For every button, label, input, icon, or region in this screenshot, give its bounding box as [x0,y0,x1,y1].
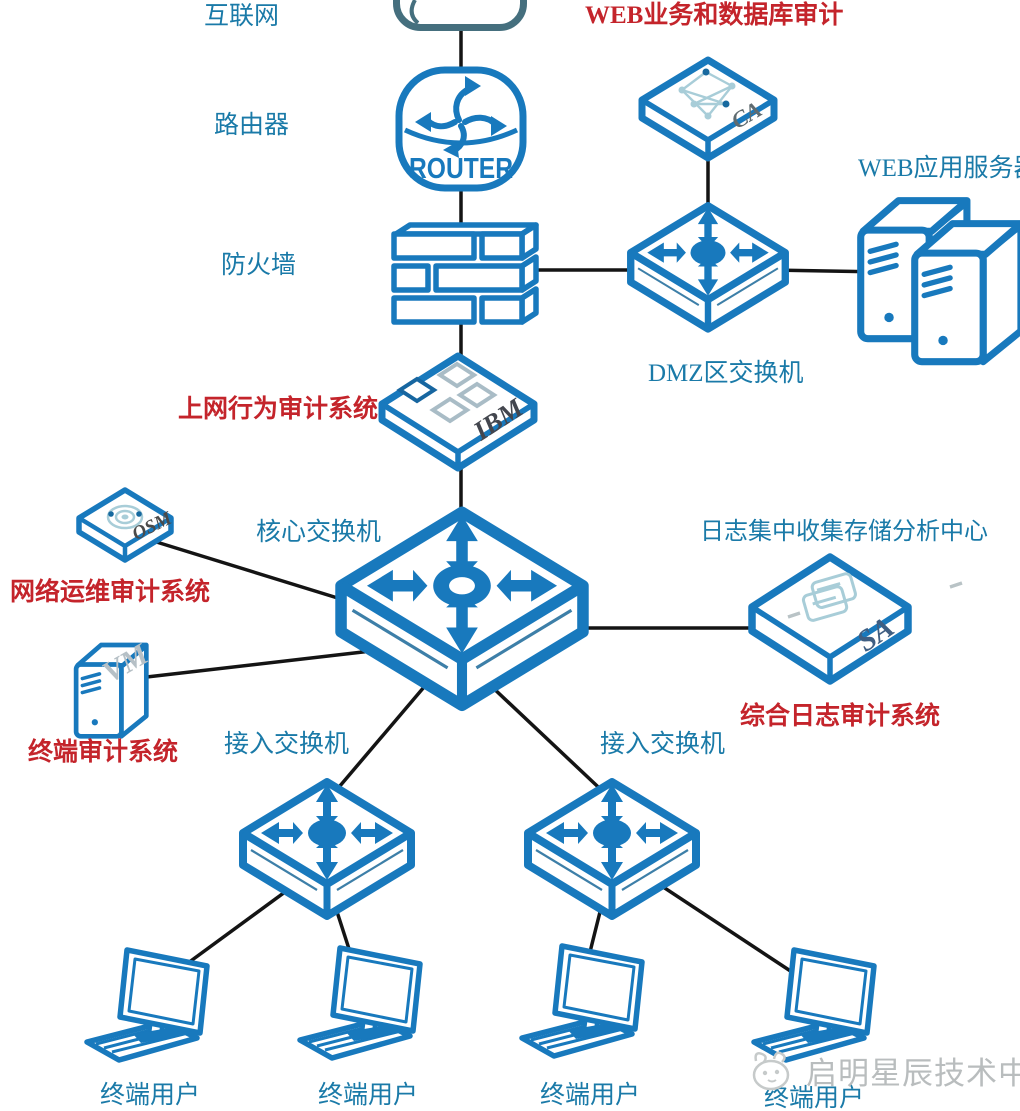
terminal-3-icon [522,946,642,1056]
label-core-switch: 核心交换机 [256,519,382,546]
firewall-icon [391,222,539,325]
label-terminal-user-2: 终端用户 [318,1082,419,1109]
terminal-4-icon [754,950,874,1060]
label-log-center: 日志集中收集存储分析中心 [700,519,988,545]
sa-appliance-icon [748,553,963,685]
label-web-app-server: WEB应用服务器 [858,155,1020,182]
ibm-appliance-icon [378,352,538,472]
label-web-db-audit: WEB业务和数据库审计 [585,2,844,29]
internet-cloud-icon [393,0,527,31]
access-switch-right-icon [528,782,696,916]
terminal-2-icon [300,948,420,1058]
web-servers-icon [861,201,1020,362]
osm-appliance-icon [76,487,174,563]
router-icon: ROUTER [395,66,527,192]
label-log-audit: 综合日志审计系统 [740,703,941,730]
label-access-switch-left: 接入交换机 [224,731,350,758]
label-dmz-switch: DMZ区交换机 [648,360,804,387]
label-firewall: 防火墙 [221,252,297,279]
watermark: 启明星辰技术中心 [744,1048,1020,1093]
label-terminal-user-1: 终端用户 [100,1082,201,1109]
watermark-text: 启明星辰技术中心 [806,1056,1020,1091]
label-internet: 互联网 [204,3,280,30]
ca-appliance-icon [638,56,778,162]
core-switch-icon [341,512,583,705]
label-terminal-user-3: 终端用户 [540,1082,641,1109]
label-access-switch-right: 接入交换机 [600,731,726,758]
label-terminal-user-4: 终端用户 [764,1085,865,1111]
label-behavior-audit: 上网行为审计系统 [178,396,379,423]
label-terminal-audit: 终端审计系统 [28,739,179,766]
terminal-1-icon [87,950,207,1060]
dmz-switch-icon [631,206,786,329]
label-router: 路由器 [214,112,290,139]
watermark-face-icon [752,1051,790,1090]
label-netops-audit: 网络运维审计系统 [10,579,211,606]
router-text: ROUTER [409,153,513,185]
access-switch-left-icon [243,782,411,916]
